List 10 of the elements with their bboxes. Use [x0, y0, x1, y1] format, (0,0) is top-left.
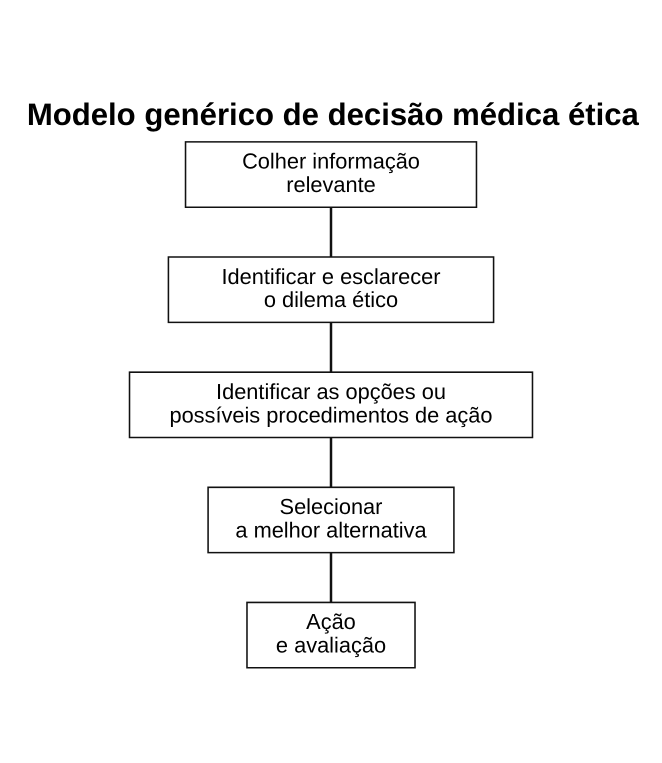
connector [330, 438, 332, 487]
connector [330, 207, 332, 257]
connector [330, 322, 332, 372]
connector [330, 552, 332, 602]
node-box: Selecionar a melhor alternativa [207, 486, 455, 554]
diagram-title: Modelo genérico de decisão médica ética [26, 96, 639, 132]
node-box: Colher informação relevante [184, 141, 478, 208]
node-box: Identificar e esclarecer o dilema ético [168, 256, 494, 324]
node-box: Identificar as opções ou possíveis procedimentos de ação [128, 371, 534, 438]
node-box: Ação e avaliação [246, 602, 416, 669]
